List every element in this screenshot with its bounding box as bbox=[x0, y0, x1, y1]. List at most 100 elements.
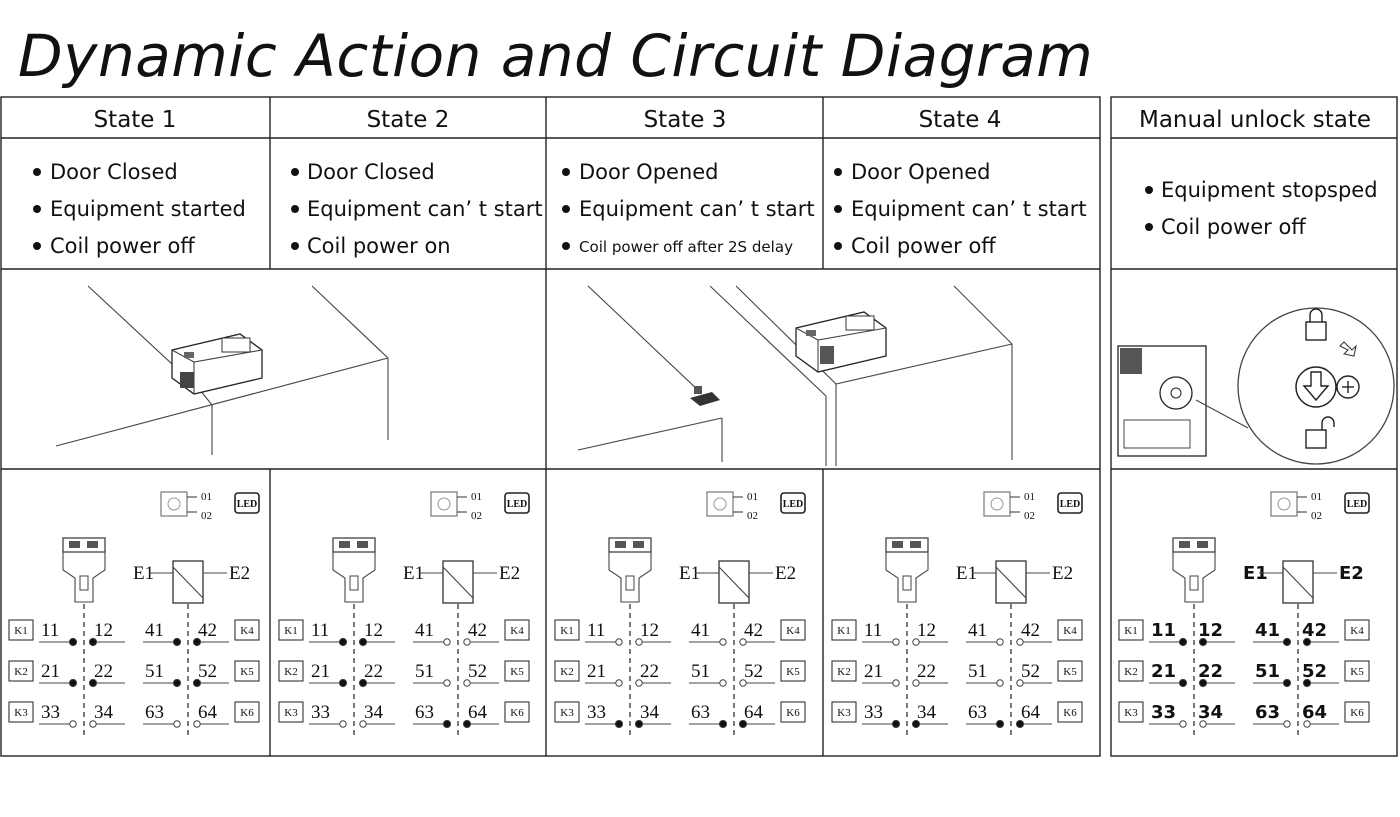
actuator-body bbox=[62, 552, 106, 603]
contact-closed-dot bbox=[338, 678, 348, 688]
actuator-slot bbox=[892, 541, 903, 548]
relay-label-box bbox=[780, 619, 806, 641]
relay-label-box bbox=[504, 701, 530, 723]
contact-closed-dot bbox=[1015, 719, 1025, 729]
contact-open-dot bbox=[173, 720, 181, 728]
coil-terminal-label: E1 bbox=[679, 563, 700, 584]
state-4-header: State 4 bbox=[919, 107, 1002, 133]
state-1-bullet: Coil power off bbox=[50, 234, 195, 258]
contact-closed-dot bbox=[172, 678, 182, 688]
led-pin-label: 01 bbox=[1024, 491, 1035, 503]
contact-closed-dot bbox=[442, 719, 452, 729]
state-3-bullets: Door Opened Equipment can’ t start Coil … bbox=[562, 160, 815, 256]
led-label: LED bbox=[783, 499, 804, 510]
led-pin-label: 01 bbox=[201, 491, 212, 503]
manual-unlock-header: Manual unlock state bbox=[1139, 107, 1371, 133]
terminal-label: 42 bbox=[744, 620, 763, 641]
contact-open-dot bbox=[1016, 638, 1024, 646]
terminal-label: 12 bbox=[640, 620, 659, 641]
contact-open-dot bbox=[615, 638, 623, 646]
terminal-label: 42 bbox=[1302, 620, 1327, 641]
state-4-bullet: Equipment can’ t start bbox=[851, 197, 1087, 221]
terminal-label: 64 bbox=[744, 702, 764, 723]
terminal-label: 11 bbox=[1151, 620, 1176, 641]
terminal-label: 63 bbox=[415, 702, 434, 723]
contact-closed-dot bbox=[1198, 678, 1208, 688]
terminal-label: 63 bbox=[145, 702, 164, 723]
relay-label-box bbox=[8, 701, 34, 723]
led-label: LED bbox=[1347, 499, 1368, 510]
contact-closed-dot bbox=[1302, 678, 1312, 688]
relay-label: K6 bbox=[240, 707, 254, 719]
actuator-body bbox=[608, 552, 652, 603]
contact-closed-dot bbox=[614, 719, 624, 729]
relay-label-box bbox=[1057, 701, 1083, 723]
coil-terminal-label: E2 bbox=[499, 563, 520, 584]
terminal-label: 63 bbox=[968, 702, 987, 723]
relay-label-box bbox=[554, 701, 580, 723]
led-lens bbox=[167, 497, 181, 511]
led-label-box bbox=[1344, 492, 1370, 514]
coil-terminal-label: E2 bbox=[1339, 563, 1364, 584]
contact-open-dot bbox=[739, 638, 747, 646]
state-3-bullet: Door Opened bbox=[579, 160, 719, 184]
coil-terminal-label: E1 bbox=[1243, 563, 1268, 584]
relay-label: K3 bbox=[284, 707, 298, 719]
terminal-label: 22 bbox=[364, 661, 383, 682]
terminal-label: 12 bbox=[364, 620, 383, 641]
relay-label: K3 bbox=[14, 707, 28, 719]
terminal-label: 52 bbox=[1021, 661, 1040, 682]
terminal-label: 11 bbox=[311, 620, 329, 641]
terminal-label: 12 bbox=[94, 620, 113, 641]
coil-terminal-label: E2 bbox=[775, 563, 796, 584]
contact-open-dot bbox=[359, 720, 367, 728]
terminal-label: 52 bbox=[744, 661, 763, 682]
terminal-label: 11 bbox=[41, 620, 59, 641]
terminal-label: 22 bbox=[94, 661, 113, 682]
relay-label-box bbox=[1118, 701, 1144, 723]
relay-label: K5 bbox=[1063, 666, 1077, 678]
contact-closed-dot bbox=[1282, 637, 1292, 647]
relay-label-box bbox=[278, 660, 304, 682]
coil-diagonal bbox=[172, 566, 204, 599]
led-label-box bbox=[780, 492, 806, 514]
terminal-label: 42 bbox=[468, 620, 487, 641]
terminal-label: 41 bbox=[1255, 620, 1280, 641]
contact-open-dot bbox=[892, 679, 900, 687]
relay-label: K1 bbox=[284, 625, 297, 637]
state-3-header: State 3 bbox=[644, 107, 727, 133]
terminal-label: 22 bbox=[640, 661, 659, 682]
lock-closed-icon bbox=[1305, 308, 1327, 341]
contact-open-dot bbox=[193, 720, 201, 728]
state-4-bullet: Coil power off bbox=[851, 234, 996, 258]
relay-label-box bbox=[1344, 660, 1370, 682]
contact-closed-dot bbox=[68, 637, 78, 647]
relay-label: K5 bbox=[240, 666, 254, 678]
led-indicator-icon bbox=[983, 491, 1011, 517]
led-indicator-icon bbox=[160, 491, 188, 517]
contact-closed-dot bbox=[911, 719, 921, 729]
terminal-label: 63 bbox=[1255, 702, 1280, 723]
contact-closed-dot bbox=[891, 719, 901, 729]
manual-unlock-bullet: Equipment stopsped bbox=[1161, 178, 1378, 202]
terminal-label: 64 bbox=[1302, 702, 1327, 723]
contact-open-dot bbox=[1016, 679, 1024, 687]
terminal-label: 12 bbox=[917, 620, 936, 641]
contact-open-dot bbox=[1179, 720, 1187, 728]
led-indicator-icon bbox=[1270, 491, 1298, 517]
